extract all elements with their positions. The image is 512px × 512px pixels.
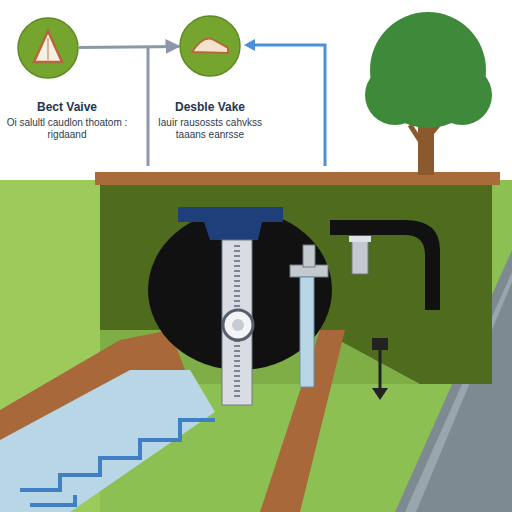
tee-fitting xyxy=(303,245,315,267)
icon-node: Bect Vaive Oi salultl caudlon thoatom : r… xyxy=(3,16,131,151)
valve-stem xyxy=(222,240,252,405)
outlet-pipe xyxy=(330,220,440,310)
node-outline xyxy=(178,14,242,78)
connector-arrow xyxy=(79,46,179,47)
vent-cap xyxy=(349,236,371,242)
valve-hub xyxy=(232,319,244,331)
steps xyxy=(30,495,75,505)
valve-cap xyxy=(178,207,283,240)
flow-arrow xyxy=(372,338,388,350)
icon-node: Desble VakeIauir rausossts cahvkss taaan… xyxy=(150,14,270,149)
mound-icon xyxy=(192,39,228,54)
triangle-icon xyxy=(47,38,49,60)
leader-arrow xyxy=(244,39,255,51)
triangle-icon xyxy=(34,31,62,62)
leader-line xyxy=(147,48,150,166)
tree-canopy xyxy=(365,65,425,125)
ground-band xyxy=(95,172,500,185)
leader-line xyxy=(252,45,325,166)
node-body: Oi salultl caudlon thoatom : rigdaand xyxy=(3,117,131,141)
grass xyxy=(0,180,512,512)
vent-pipe xyxy=(352,238,368,274)
node-outline xyxy=(16,16,80,80)
tree-canopy xyxy=(432,65,492,125)
node-body: Iauir rausossts cahvkss taaans eanrsse xyxy=(150,117,270,141)
node-heading: Bect Vaive xyxy=(3,100,131,114)
icon-circle xyxy=(18,18,78,78)
flow-arrow xyxy=(372,388,388,400)
water-channel xyxy=(0,370,215,512)
steps xyxy=(20,420,215,490)
clean-out-pipe xyxy=(300,277,314,387)
valve-disc xyxy=(223,310,253,340)
node-heading: Desble Vake xyxy=(150,100,270,114)
icon-circle xyxy=(180,16,240,76)
